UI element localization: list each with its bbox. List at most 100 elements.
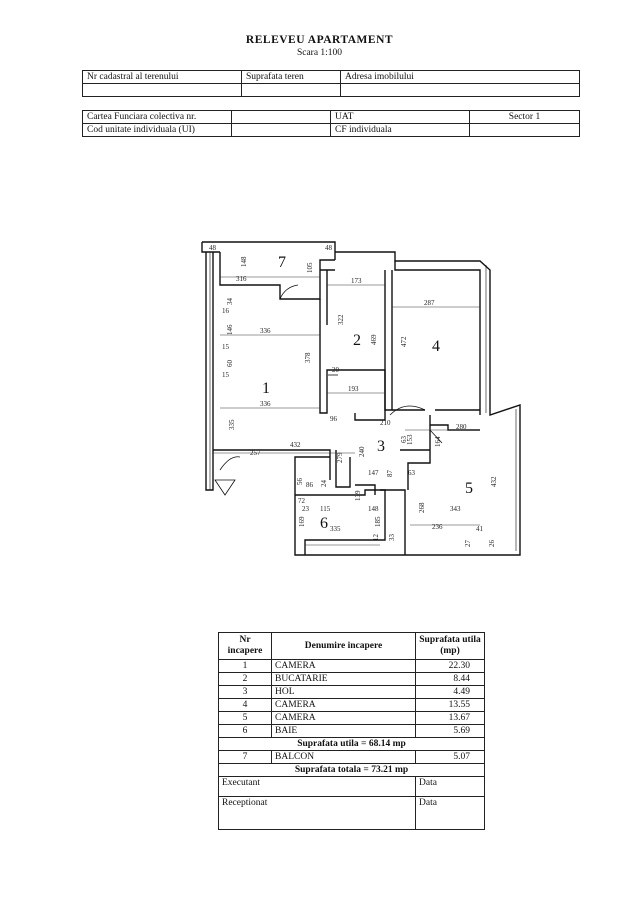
table-row: 3 HOL 4.49 <box>218 685 485 699</box>
address-header: Adresa imobilului <box>340 70 580 84</box>
room-name-header: Denumire incapere <box>271 632 416 660</box>
land-book-table: Cartea Funciara colectiva nr. UAT Sector… <box>82 110 580 137</box>
dim-label: 210 <box>380 419 391 427</box>
room-number-4: 4 <box>432 338 440 355</box>
rooms-table: Nr incapere Denumire incapere Suprafata … <box>218 632 485 830</box>
room-area: 8.44 <box>415 672 485 686</box>
dim-label: 280 <box>456 423 467 431</box>
dim-label: 23 <box>302 505 310 513</box>
dim-label: 469 <box>370 334 378 345</box>
room-nr: 6 <box>218 724 272 738</box>
dim-label: 240 <box>358 446 366 457</box>
room-number-header: Nr incapere <box>218 632 272 660</box>
dim-label: 63 <box>400 436 408 444</box>
receptionat-label: Receptionat <box>218 796 416 830</box>
dim-label: 86 <box>306 481 314 489</box>
dim-label: 148 <box>240 256 248 267</box>
dim-label: 322 <box>337 314 345 325</box>
dim-label: 115 <box>320 505 331 513</box>
sector-label: Sector 1 <box>469 110 580 124</box>
dim-label: 343 <box>450 505 461 513</box>
dim-label: 60 <box>226 360 234 368</box>
collective-cf-value <box>231 110 331 124</box>
uat-label: UAT <box>330 110 470 124</box>
scale-label: Scara 1:100 <box>296 48 343 58</box>
dim-label: 336 <box>260 327 271 335</box>
dim-label: 105 <box>306 262 314 273</box>
room-nr: 7 <box>218 750 272 764</box>
dim-label: 147 <box>368 469 379 477</box>
dim-label: 287 <box>424 299 435 307</box>
dim-label: 15 <box>222 343 230 351</box>
room-name: BUCATARIE <box>271 672 416 686</box>
dim-label: 336 <box>260 400 271 408</box>
land-area-cell <box>241 83 341 97</box>
dimension-lines <box>213 276 480 546</box>
dim-label: 335 <box>228 419 236 430</box>
room-number-3: 3 <box>377 438 385 455</box>
land-area-header: Suprafata teren <box>241 70 341 84</box>
room-area: 13.67 <box>415 711 485 725</box>
useful-area-total: Suprafata utila = 68.14 mp <box>218 737 485 751</box>
dim-label: 335 <box>330 525 341 533</box>
table-row: 6 BAIE 5.69 <box>218 724 485 738</box>
dim-label: 432 <box>490 476 498 487</box>
dim-label: 48 <box>325 244 333 252</box>
room-number-6: 6 <box>320 515 328 532</box>
dim-label: 72 <box>298 497 306 505</box>
dim-label: 16 <box>222 307 230 315</box>
room-area: 22.30 <box>415 659 485 673</box>
dim-label: 164 <box>434 436 442 447</box>
dim-label: 24 <box>320 480 328 488</box>
room-name: BALCON <box>271 750 416 764</box>
room-area: 5.69 <box>415 724 485 738</box>
unit-code-value <box>231 123 331 137</box>
individual-cf-value <box>469 123 580 137</box>
dimension-labels: 48 48 148 316 105 173 287 34 16 336 146 … <box>209 244 498 547</box>
dim-label: 12 <box>372 534 380 542</box>
room-nr: 5 <box>218 711 272 725</box>
individual-cf-label: CF individuala <box>330 123 470 137</box>
room-nr: 1 <box>218 659 272 673</box>
dim-label: 173 <box>351 277 362 285</box>
cadastral-number-header: Nr cadastral al terenului <box>82 70 242 84</box>
table-row: 7 BALCON 5.07 <box>218 750 485 764</box>
room-numbers: 7 2 4 1 3 5 6 <box>262 254 473 532</box>
table-row: 1 CAMERA 22.30 <box>218 659 485 673</box>
dim-label: 236 <box>432 523 443 531</box>
room-area: 4.49 <box>415 685 485 699</box>
table-row: 4 CAMERA 13.55 <box>218 698 485 712</box>
room-nr: 4 <box>218 698 272 712</box>
plan-walls <box>201 241 521 556</box>
room-number-5: 5 <box>465 480 473 497</box>
dim-label: 20 <box>332 366 340 374</box>
dim-label: 26 <box>488 540 496 548</box>
dim-label: 146 <box>226 324 234 335</box>
room-area: 13.55 <box>415 698 485 712</box>
dim-label: 185 <box>374 516 382 527</box>
table-row: 5 CAMERA 13.67 <box>218 711 485 725</box>
room-name: CAMERA <box>271 698 416 712</box>
dim-label: 316 <box>236 275 247 283</box>
dim-label: 48 <box>209 244 217 252</box>
door-swings <box>214 284 443 496</box>
room-name: CAMERA <box>271 711 416 725</box>
dim-label: 257 <box>250 449 261 457</box>
table-row: 2 BUCATARIE 8.44 <box>218 672 485 686</box>
room-area: 5.07 <box>415 750 485 764</box>
executant-label: Executant <box>218 776 416 797</box>
room-area-header: Suprafata utila (mp) <box>415 632 485 660</box>
dim-label: 472 <box>400 336 408 347</box>
dim-label: 268 <box>418 502 426 513</box>
dim-label: 139 <box>354 490 362 501</box>
dim-label: 153 <box>406 434 414 445</box>
room-nr: 2 <box>218 672 272 686</box>
dim-label: 34 <box>226 298 234 306</box>
dim-label: 33 <box>388 534 396 542</box>
dim-label: 432 <box>290 441 301 449</box>
room-number-1: 1 <box>262 380 270 397</box>
address-cell <box>340 83 580 97</box>
dim-label: 148 <box>368 505 379 513</box>
dim-label: 56 <box>296 478 304 486</box>
dim-label: 15 <box>222 371 230 379</box>
